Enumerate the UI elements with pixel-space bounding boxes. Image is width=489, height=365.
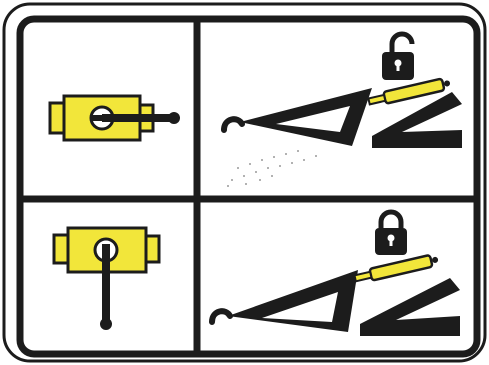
hitch-unlocked-icon	[221, 77, 462, 187]
hitch-a-frame	[228, 270, 358, 332]
hitch-a-frame	[240, 88, 372, 146]
valve-body	[144, 234, 161, 264]
valve-lever-arm	[102, 114, 172, 122]
hitch-locked-icon	[209, 254, 460, 336]
valve-lever-vertical-icon	[52, 226, 161, 330]
padlock-keyhole	[396, 63, 400, 71]
hitch-hook	[221, 116, 245, 133]
hydraulic-cylinder	[367, 77, 451, 106]
padlock-shackle	[389, 31, 415, 52]
padlock-shackle	[378, 209, 404, 228]
padlock-closed-icon	[375, 209, 407, 255]
panel-hitch-unlocked	[221, 31, 462, 187]
motion-specks	[227, 150, 317, 187]
hitch-hook	[209, 308, 233, 325]
panel-hitch-locked	[209, 209, 460, 336]
hydraulic-cylinder	[353, 254, 439, 283]
panel-valve-open	[48, 94, 180, 142]
valve-body	[48, 101, 66, 135]
valve-lever-knob	[100, 318, 112, 330]
padlock-open-icon	[382, 31, 415, 80]
valve-lever-horizontal-icon	[48, 94, 180, 142]
hitch-mount-bracket	[372, 92, 462, 148]
panel-valve-closed	[52, 226, 161, 330]
hitch-mount-bracket	[360, 278, 460, 336]
padlock-keyhole	[389, 238, 393, 246]
valve-lever-knob	[168, 112, 180, 124]
valve-lever-arm	[102, 244, 110, 322]
valve-body	[52, 233, 70, 265]
